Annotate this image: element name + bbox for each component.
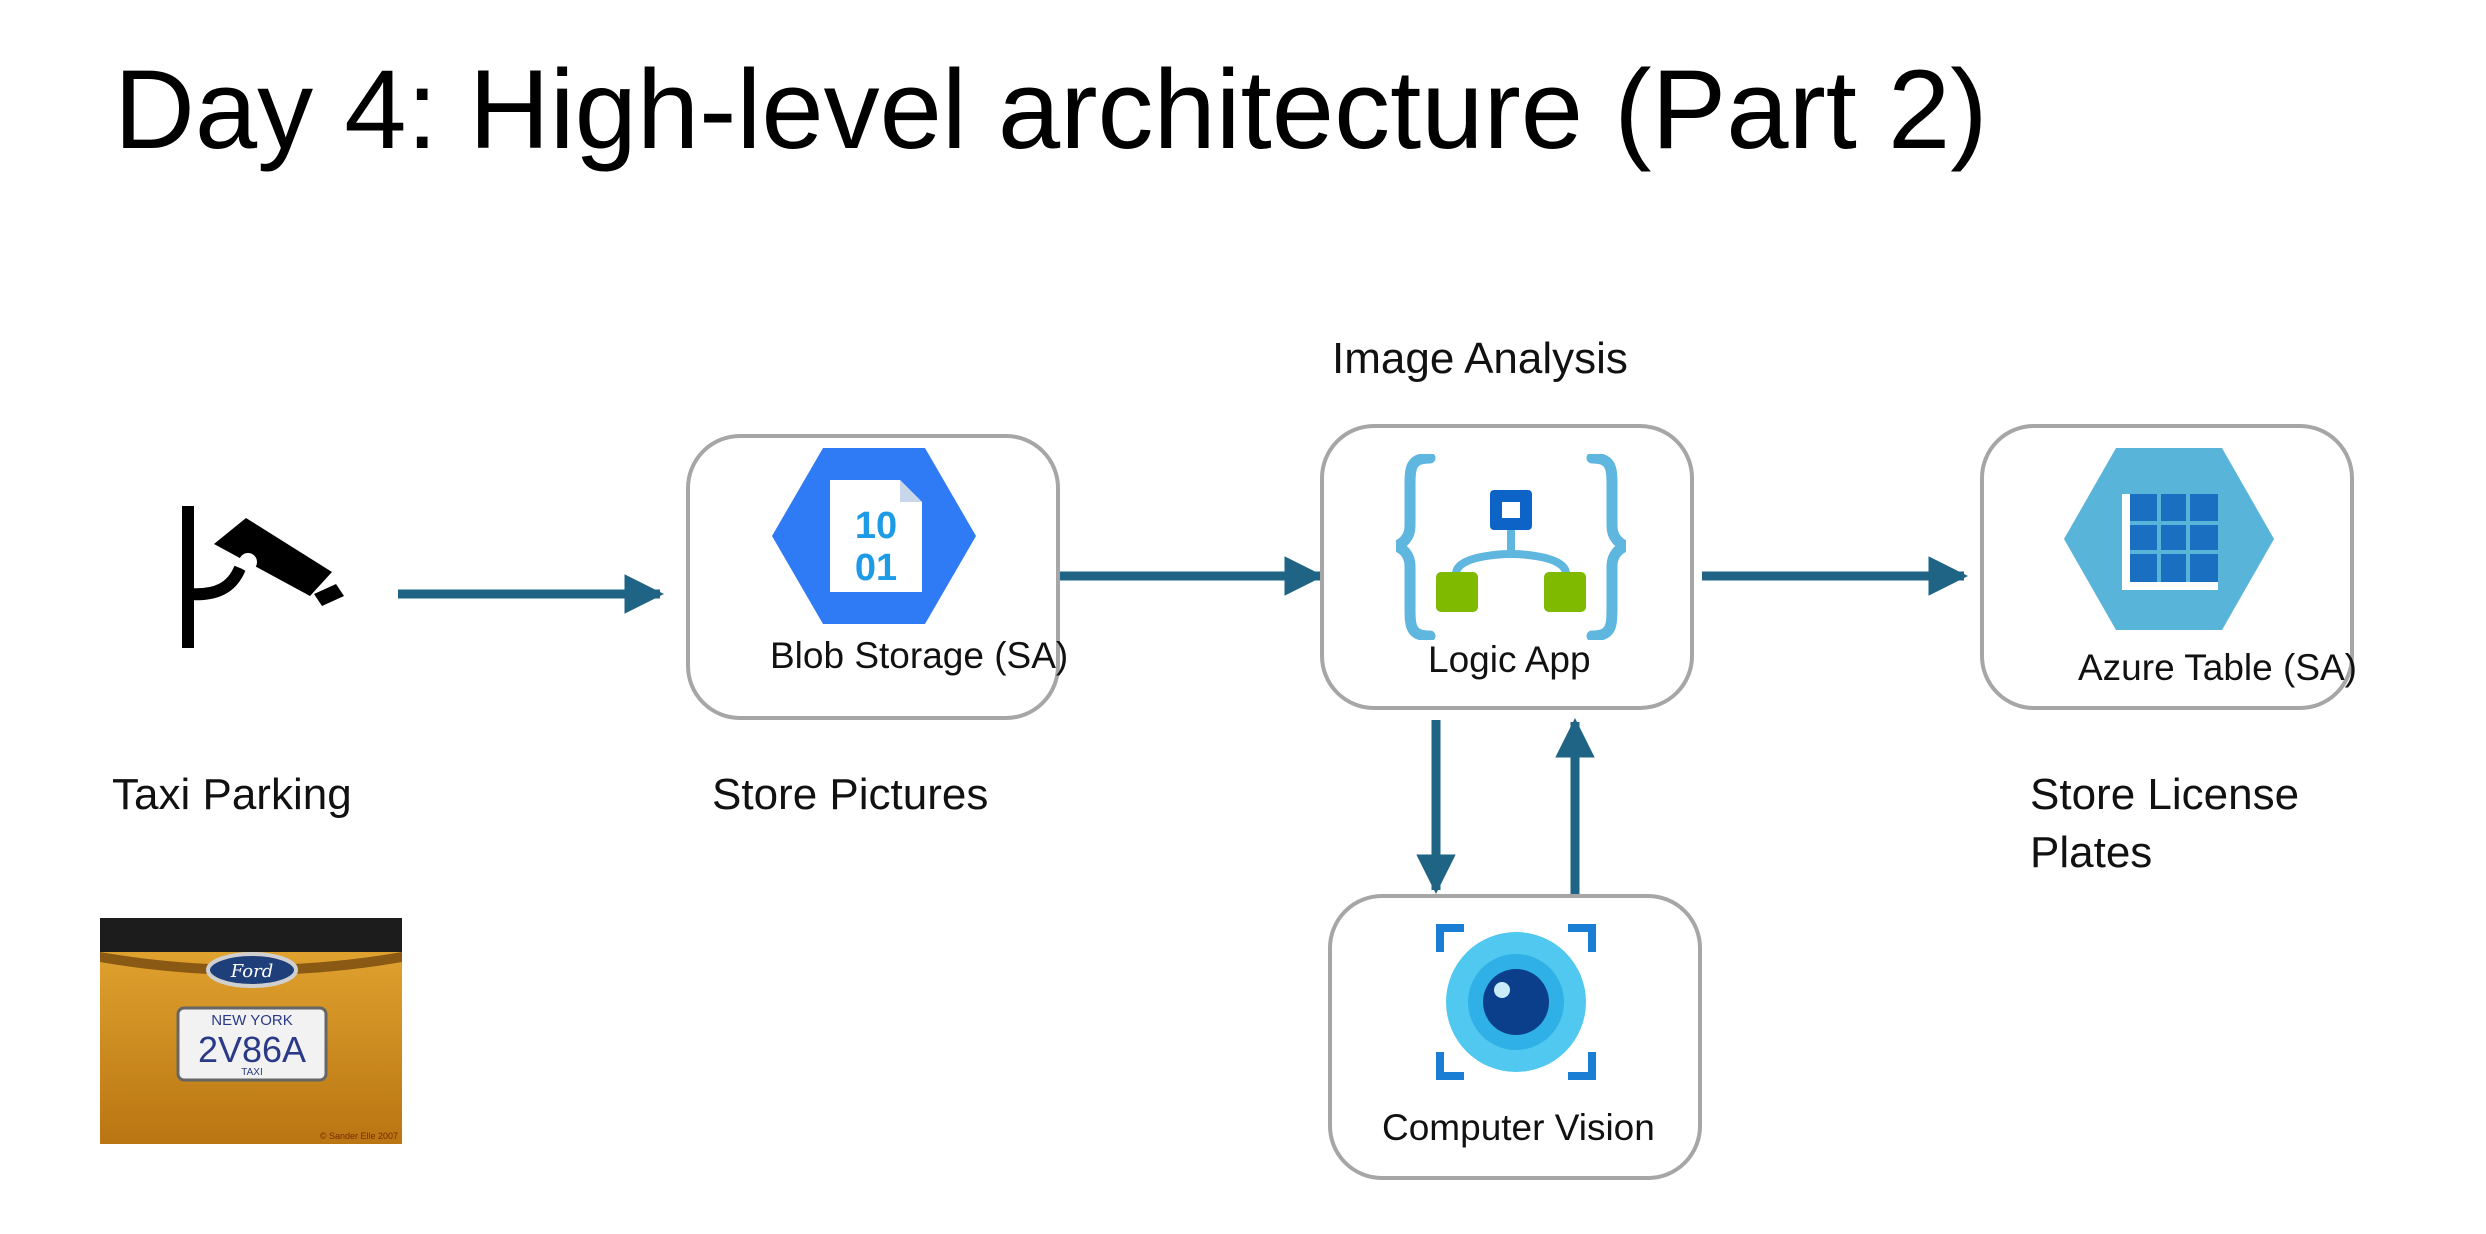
blob-storage-icon: 10 01 xyxy=(772,446,976,626)
cctv-camera-icon xyxy=(176,504,346,650)
blob-storage-node[interactable]: 10 01 Blob Storage (SA) xyxy=(686,434,1068,720)
photo-plate-state: NEW YORK xyxy=(211,1012,292,1029)
photo-plate-type: TAXI xyxy=(241,1067,262,1078)
page-title: Day 4: High-level architecture (Part 2) xyxy=(114,47,1988,172)
computer-vision-label: Computer Vision xyxy=(1382,1107,1655,1148)
caption-store-license-plates-line2: Plates xyxy=(2030,828,2153,877)
photo-credit: © Sander Elle 2007 xyxy=(320,1131,398,1141)
taxi-plate-photo: Ford NEW YORK 2V86A TAXI © Sander Elle 2… xyxy=(100,918,402,1144)
blob-storage-label: Blob Storage (SA) xyxy=(770,635,1069,676)
blob-digits-top: 10 xyxy=(855,505,897,547)
azure-table-node[interactable]: Azure Table (SA) xyxy=(1980,424,2357,710)
photo-brand: Ford xyxy=(230,961,273,982)
azure-table-icon xyxy=(2064,446,2274,632)
photo-plate-number: 2V86A xyxy=(198,1029,306,1070)
computer-vision-icon xyxy=(1436,924,1596,1080)
logic-app-node[interactable]: Logic App xyxy=(1320,424,1694,710)
blob-digits-bottom: 01 xyxy=(855,547,897,589)
computer-vision-node[interactable]: Computer Vision xyxy=(1328,894,1702,1180)
logic-app-icon xyxy=(1378,452,1644,642)
section-label-image-analysis: Image Analysis xyxy=(1332,334,1628,383)
azure-table-label: Azure Table (SA) xyxy=(2078,647,2357,688)
logic-app-label: Logic App xyxy=(1428,639,1591,680)
caption-store-license-plates-line1: Store License xyxy=(2030,770,2300,819)
caption-store-pictures: Store Pictures xyxy=(712,770,989,819)
caption-taxi-parking: Taxi Parking xyxy=(112,770,352,819)
